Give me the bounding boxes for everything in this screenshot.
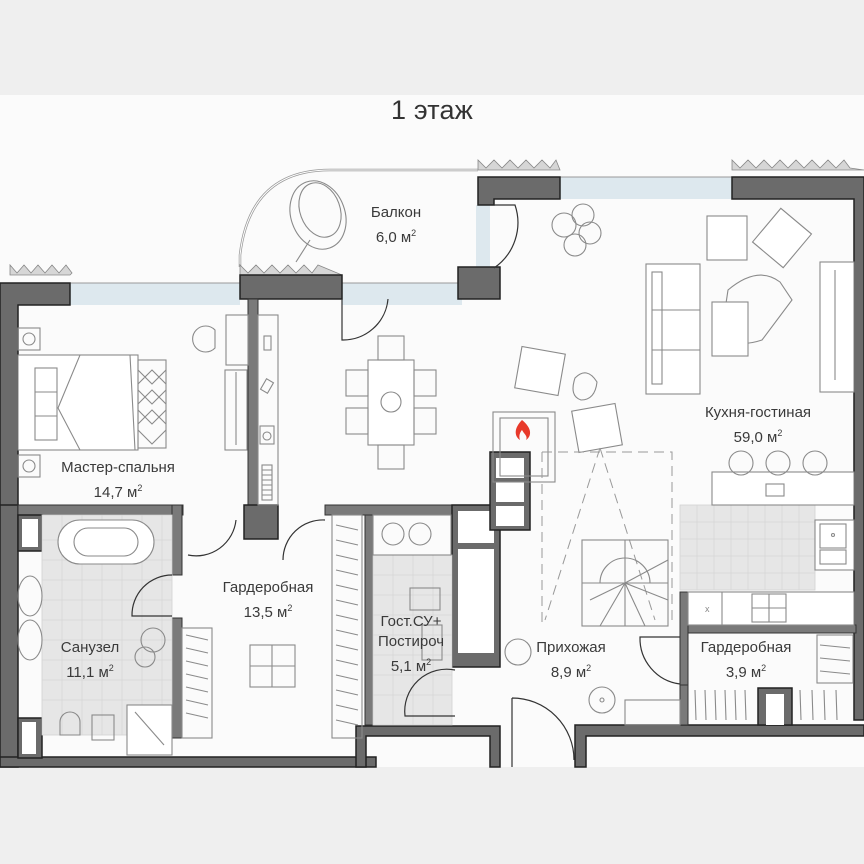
- door-living-balcony[interactable]: [341, 298, 389, 341]
- column-center: [243, 504, 279, 540]
- room-dressing-large[interactable]: Гардеробная 13,5 м2: [223, 578, 314, 623]
- wall-dressing-guestwc: [324, 504, 456, 516]
- desk-chair-icon: [192, 314, 249, 451]
- room-name: Балкон: [370, 204, 422, 221]
- washbasin-icon: [17, 575, 43, 661]
- room-area: 59,0 м2: [733, 428, 783, 446]
- armchair-icon: [514, 207, 813, 454]
- room-name: Прихожая: [536, 639, 606, 656]
- room-balcony[interactable]: Балкон 6,0 м2: [371, 203, 421, 248]
- room-name: Кухня-гостиная: [704, 404, 812, 421]
- bed-icon: [17, 327, 167, 478]
- bedroom-window: [70, 283, 240, 305]
- door-entrance[interactable]: [511, 697, 575, 767]
- wardrobe-shelves-icon: [181, 514, 363, 739]
- room-master-bedroom[interactable]: Мастер-спальня 14,7 м2: [61, 458, 175, 503]
- room-guest-wc-laundry[interactable]: Гост.СУ+ Постироч 5,1 м2: [378, 612, 444, 677]
- spiral-staircase-icon: [541, 447, 673, 627]
- room-name: Гардеробная: [222, 579, 314, 596]
- shower-icon: [126, 704, 173, 756]
- room-area: 11,1 м2: [66, 663, 114, 681]
- room-name: Санузел: [60, 639, 120, 656]
- toilet-icon: [59, 711, 115, 741]
- wall-west-lower: [0, 504, 19, 768]
- room-area: 8,9 м2: [550, 663, 592, 681]
- svg-text:x: x: [705, 604, 710, 614]
- room-area: 5,1 м2: [390, 657, 432, 675]
- door-bedroom-dressing[interactable]: [187, 519, 237, 557]
- room-name-line1: Гост.СУ+: [380, 613, 442, 630]
- room-bathroom[interactable]: Санузел 11,1 м2: [61, 638, 119, 683]
- room-name: Гардеробная: [700, 639, 792, 656]
- wall-guestwc-left: [364, 514, 374, 726]
- room-area: 6,0 м2: [375, 228, 417, 246]
- room-area: 13,5 м2: [243, 603, 293, 621]
- sink-icon: [814, 519, 855, 571]
- door-balcony[interactable]: [493, 204, 519, 269]
- dining-table-icon: [345, 335, 437, 470]
- fireplace-icon: [492, 411, 556, 483]
- wall-east: [731, 176, 864, 721]
- room-area: 14,7 м2: [93, 483, 143, 501]
- wall-south-right: [574, 724, 864, 768]
- balcony-armchair-icon: [289, 180, 347, 263]
- kitchen-floor-tiles: [679, 504, 816, 591]
- living-window-left: [342, 283, 462, 305]
- wall-south-mid: [355, 725, 501, 768]
- guest-toilet-icon: [409, 587, 443, 661]
- floor-title: 1 этаж: [390, 95, 474, 125]
- small-wardrobe-icon: [694, 634, 854, 721]
- wall-bath-dressing-upper: [171, 504, 183, 576]
- room-kitchen-living[interactable]: Кухня-гостиная 59,0 м2: [705, 403, 811, 448]
- room-area: 3,9 м2: [725, 663, 767, 681]
- wall-bedroom-dressing: [247, 298, 259, 510]
- door-dressing-hall[interactable]: [282, 519, 326, 561]
- wall-small-dressing-top: [687, 624, 857, 634]
- living-window-top: [560, 177, 732, 199]
- plant-icon: [551, 203, 602, 257]
- wall-bath-dressing-lower: [171, 617, 183, 739]
- wall-balcony-pillar: [457, 266, 501, 300]
- wall-south-left: [0, 756, 377, 768]
- sofa-icon: [645, 261, 855, 395]
- room-name-line2: Постироч: [377, 633, 445, 650]
- wall-balcony-right: [477, 176, 561, 206]
- washing-machine-icon: [372, 514, 452, 556]
- room-dressing-small[interactable]: Гардеробная 3,9 м2: [701, 638, 792, 683]
- balcony-door-glass: [476, 205, 490, 267]
- door-bathroom[interactable]: [131, 574, 173, 617]
- wall-bedroom-top: [239, 274, 343, 300]
- hallway-decor: [504, 638, 681, 726]
- room-name: Мастер-спальня: [61, 459, 175, 476]
- wardrobe-strip: [257, 314, 279, 506]
- door-small-dressing[interactable]: [639, 636, 681, 685]
- wall-small-dressing-left: [679, 591, 689, 693]
- bath-chair-icon: [134, 627, 166, 668]
- stove-icon: x: [687, 591, 855, 626]
- guestwc-floor-tiles: [372, 554, 453, 726]
- door-guestwc[interactable]: [404, 668, 456, 717]
- bathtub-icon: [57, 519, 155, 565]
- kitchen-island-icon: [711, 450, 855, 506]
- room-hallway[interactable]: Прихожая 8,9 м2: [536, 638, 606, 683]
- wall-bedroom-bath: [17, 504, 184, 516]
